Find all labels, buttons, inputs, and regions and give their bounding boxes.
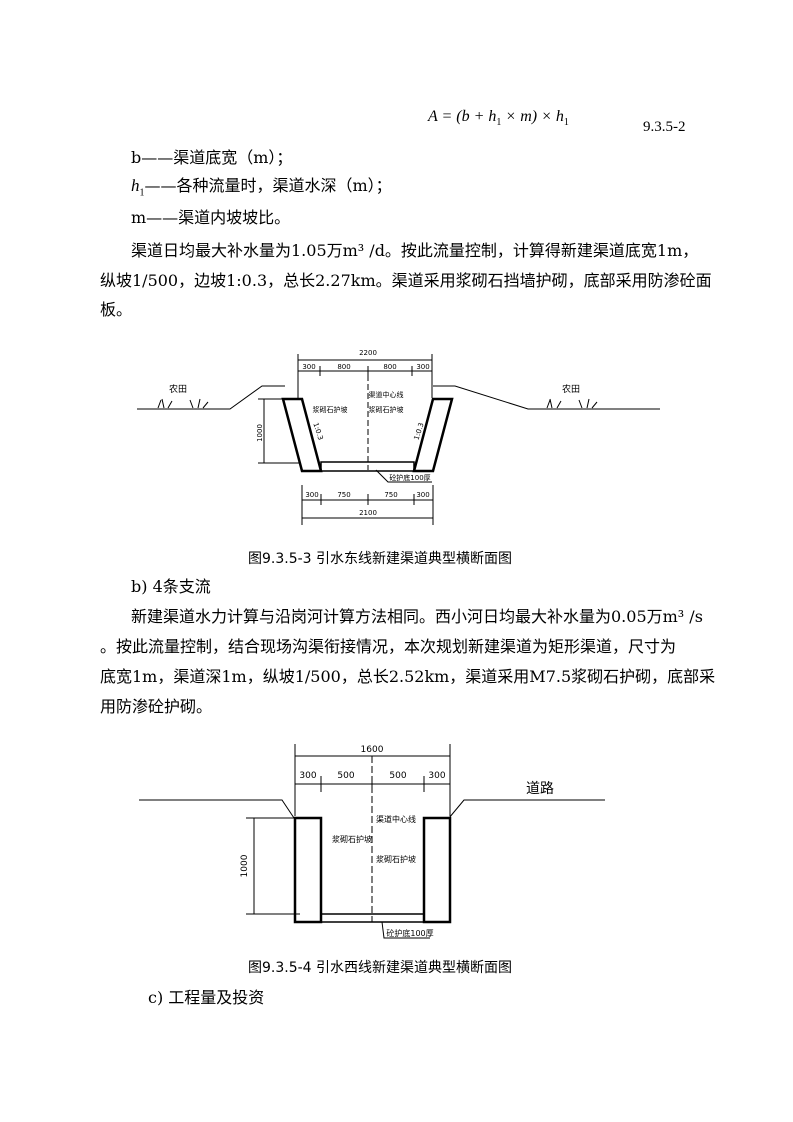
definition-b: b——渠道底宽（m）； (131, 148, 293, 167)
para1-line2: 纵坡1/500，边坡1:0.3，总长2.27km。渠道采用浆砌石挡墙护砌，底部采… (100, 271, 712, 290)
fig1-center-label: 渠道中心线 (369, 390, 404, 399)
equation-number: 9.3.5-2 (643, 119, 686, 135)
fig2-road-label: 道路 (526, 781, 554, 797)
fig1-wall-right-label: 浆砌石护坡 (369, 405, 404, 414)
fig1-dim-bot-total: 2100 (359, 509, 377, 517)
figure2-caption: 图9.3.5-4 引水西线新建渠道典型横断面图 (248, 960, 513, 976)
para2-line3: 底宽1m，渠道深1m，纵坡1/500，总长2.52km，渠道采用M7.5浆砌石护… (100, 667, 716, 686)
fig1-dim-bot-2: 750 (337, 491, 350, 499)
para2-line1: 新建渠道水力计算与沿岗河计算方法相同。西小河日均最大补水量为0.05万m³ /s (131, 607, 703, 626)
fig2-dim-top-1: 300 (299, 771, 316, 781)
para1-line3: 板。 (100, 300, 133, 319)
fig1-dim-top-4: 300 (416, 363, 429, 371)
figure2-cross-section: 1600 300 500 500 300 1000 渠道中心线 浆砌石护坡 浆砌… (139, 744, 605, 939)
para2-line2: 。按此流量控制，结合现场沟渠衔接情况，本次规划新建渠道为矩形渠道，尺寸为 (100, 637, 677, 656)
fig1-dim-top-1: 300 (302, 363, 315, 371)
fig2-dim-top-3: 500 (389, 771, 406, 781)
fig2-height: 1000 (240, 854, 250, 877)
definition-m: m——渠道内坡坡比。 (131, 208, 291, 227)
fig2-dim-top-2: 500 (337, 771, 354, 781)
fig1-dim-top-3: 800 (383, 363, 396, 371)
fig1-field-right: 农田 (562, 383, 580, 395)
subsection-b: b) 4条支流 (131, 577, 211, 596)
fig2-dim-top-4: 300 (428, 771, 445, 781)
fig2-center-label: 渠道中心线 (376, 814, 416, 824)
fig2-wall-right-label: 浆砌石护坡 (376, 854, 416, 864)
fig1-height: 1000 (256, 424, 264, 442)
para1-line1: 渠道日均最大补水量为1.05万m³ /d。按此流量控制，计算得新建渠道底宽1m， (131, 241, 699, 260)
fig2-bottom-label: 砼护底100厚 (386, 928, 433, 938)
fig1-dim-bot-1: 300 (305, 491, 318, 499)
fig2-dim-top-total: 1600 (361, 745, 384, 755)
formula: A = (b + h1 × m) × h1 (428, 108, 569, 129)
fig1-field-left: 农田 (169, 383, 187, 395)
figure1-cross-section: 2200 300 800 800 300 300 750 750 300 210… (137, 349, 660, 525)
fig1-wall-left-label: 浆砌石护坡 (313, 405, 348, 414)
fig2-wall-left-label: 浆砌石护坡 (332, 834, 372, 844)
fig1-bottom-label: 砼护底100厚 (389, 473, 430, 482)
fig1-dim-top-total: 2200 (359, 349, 377, 357)
definition-h1: h1——各种流量时，渠道水深（m）； (131, 176, 392, 199)
figure1-caption: 图9.3.5-3 引水东线新建渠道典型横断面图 (248, 551, 513, 567)
fig1-dim-bot-4: 300 (416, 491, 429, 499)
fig1-dim-bot-3: 750 (384, 491, 397, 499)
fig1-dim-top-2: 800 (337, 363, 350, 371)
subsection-c: c) 工程量及投资 (148, 988, 265, 1007)
para2-line4: 用防渗砼护砌。 (100, 697, 213, 716)
